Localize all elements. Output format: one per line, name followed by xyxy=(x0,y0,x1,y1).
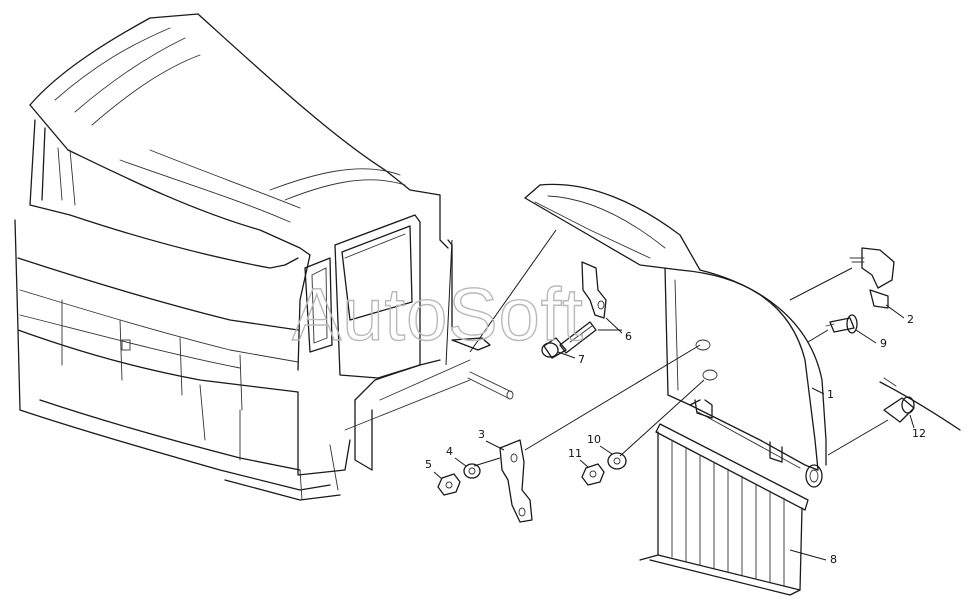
callout-10: 10 xyxy=(587,433,601,446)
bracket-part-3 xyxy=(499,439,533,523)
callout-labels: 1 2 3 4 5 6 7 8 9 10 11 12 xyxy=(425,304,926,566)
clip-part-6 xyxy=(581,261,607,319)
side-lamp-part-12 xyxy=(879,377,961,431)
bracket-part-2 xyxy=(849,247,895,309)
washer-part-10 xyxy=(607,452,627,470)
callout-3: 3 xyxy=(478,428,485,441)
washer-part-4 xyxy=(463,463,481,479)
callout-12: 12 xyxy=(912,427,926,440)
callout-8: 8 xyxy=(830,553,837,566)
callout-1: 1 xyxy=(827,388,834,401)
watermark-text: AutoSoft xyxy=(292,273,584,356)
callout-7: 7 xyxy=(578,353,585,366)
nut-part-5 xyxy=(437,473,461,496)
truck-cab xyxy=(14,13,514,501)
assembly-lines xyxy=(445,229,889,467)
mudflap-part-8 xyxy=(639,423,809,596)
callout-4: 4 xyxy=(446,445,453,458)
bolt-part-9 xyxy=(825,314,858,334)
callout-5: 5 xyxy=(425,458,432,471)
bolt-part-7 xyxy=(541,321,597,359)
callout-11: 11 xyxy=(568,447,582,460)
callout-2: 2 xyxy=(907,313,914,326)
nut-part-11 xyxy=(581,463,605,486)
callout-6: 6 xyxy=(625,330,632,343)
fender-part-1 xyxy=(524,183,827,488)
callout-9: 9 xyxy=(880,337,887,350)
